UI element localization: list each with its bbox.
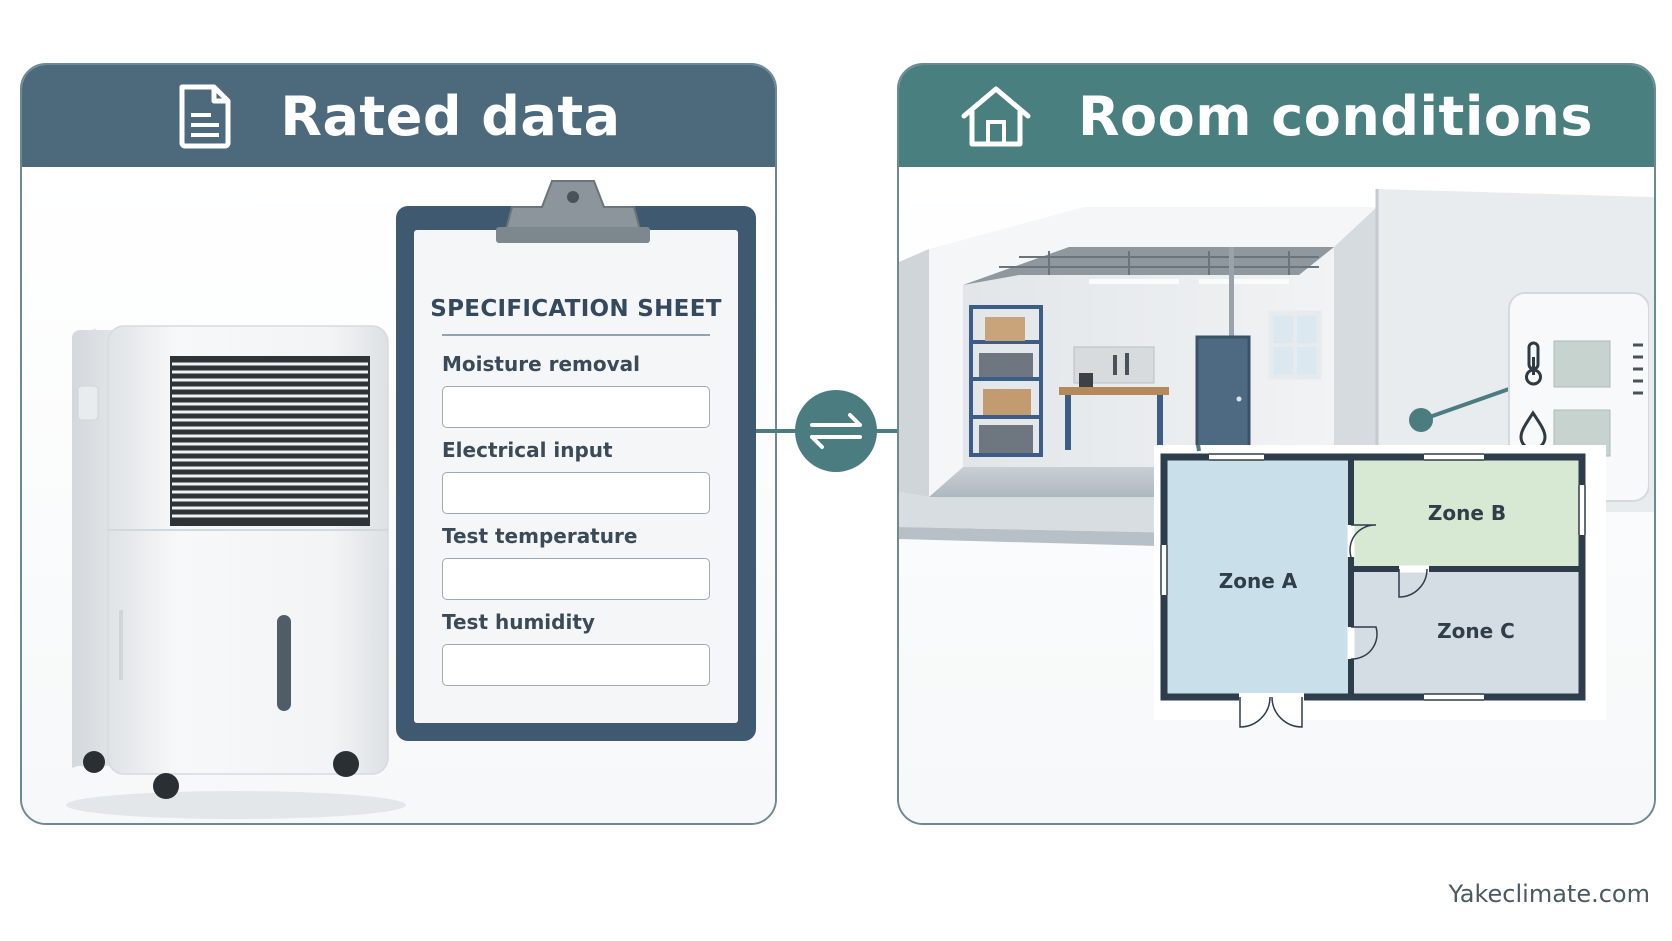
document-icon <box>179 84 231 149</box>
thermometer-icon <box>1525 341 1542 386</box>
floor-plan: Zone A Zone B Zone C <box>1154 445 1606 728</box>
rated-data-header: Rated data <box>22 65 775 167</box>
spec-label-electrical-input: Electrical input <box>442 438 613 462</box>
zone-c-area <box>1354 572 1580 694</box>
spec-label-test-temperature: Test temperature <box>442 524 638 548</box>
rated-data-title: Rated data <box>280 84 621 148</box>
spec-label-moisture-removal: Moisture removal <box>442 352 640 376</box>
spec-title-divider <box>442 334 710 336</box>
garage-window <box>1268 310 1322 380</box>
interior-door <box>1195 335 1251 459</box>
zone-c-label: Zone C <box>1437 619 1515 643</box>
specification-sheet: SPECIFICATION SHEET Moisture removal Ele… <box>414 230 738 723</box>
spec-field-electrical-input <box>442 472 710 514</box>
zone-a-area <box>1166 459 1348 694</box>
spec-field-moisture-removal <box>442 386 710 428</box>
zone-b-area <box>1354 459 1580 567</box>
room-conditions-panel: Room conditions <box>897 63 1656 825</box>
entry-double-door <box>1239 693 1304 728</box>
air-vent-grille <box>170 356 370 526</box>
clipboard-clip-icon <box>496 180 650 243</box>
dehumidifier-illustration <box>66 325 406 819</box>
zone-a-label: Zone A <box>1219 569 1298 593</box>
room-conditions-header: Room conditions <box>899 65 1654 167</box>
bidirectional-arrow-icon <box>810 413 862 449</box>
house-icon <box>961 86 1031 147</box>
spec-label-test-humidity: Test humidity <box>442 610 595 634</box>
specification-clipboard: SPECIFICATION SHEET Moisture removal Ele… <box>396 206 756 741</box>
storage-shelf <box>969 305 1043 457</box>
spec-field-test-temperature <box>442 558 710 600</box>
spec-sheet-title: SPECIFICATION SHEET <box>430 296 722 322</box>
zone-b-label: Zone B <box>1428 501 1506 525</box>
room-conditions-title: Room conditions <box>1077 84 1594 148</box>
comparison-connector <box>756 390 916 472</box>
workbench <box>1059 346 1169 450</box>
rated-data-panel: Rated data <box>20 63 777 825</box>
spec-field-test-humidity <box>442 644 710 686</box>
footer-website: Yakeclimate.com <box>1448 880 1650 908</box>
